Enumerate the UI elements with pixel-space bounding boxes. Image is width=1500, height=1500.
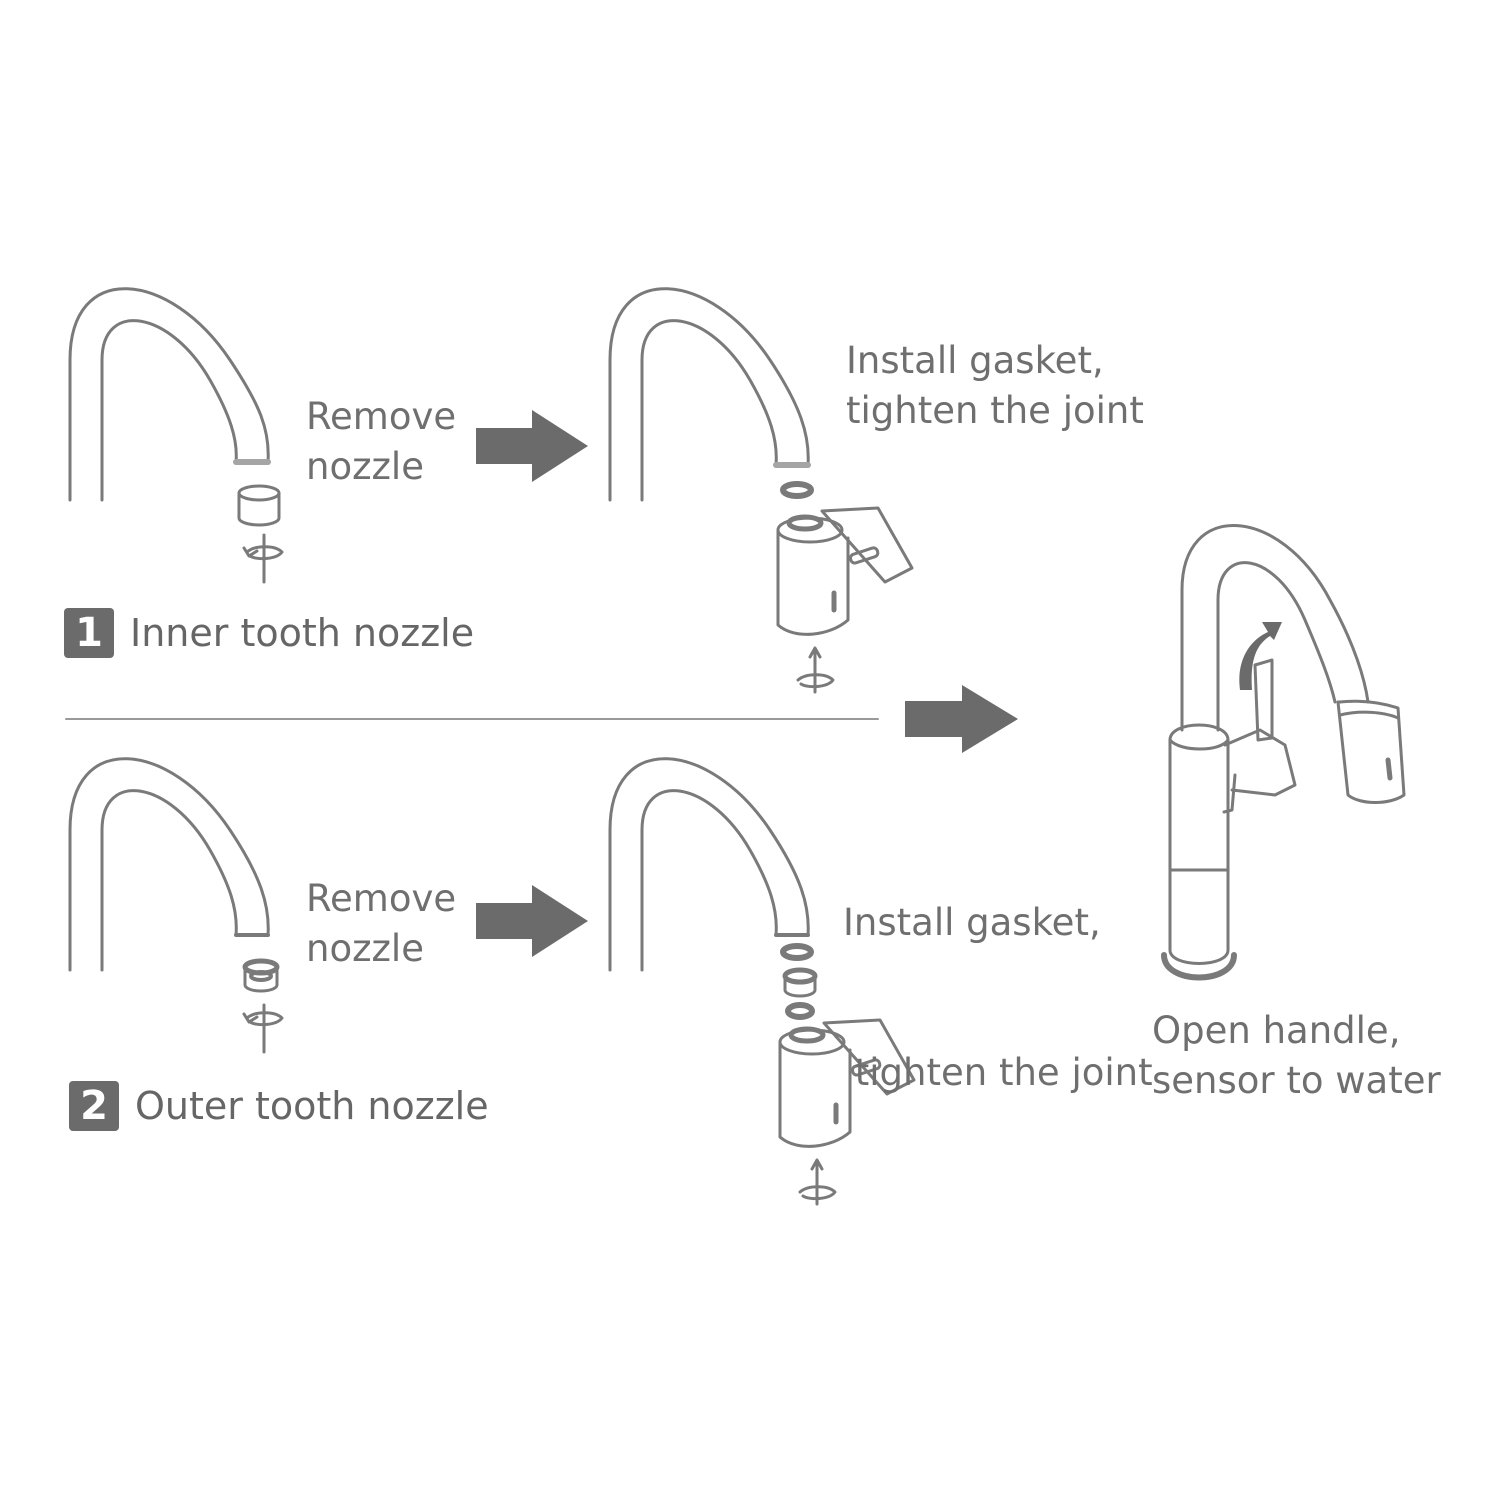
install-line-1: Install gasket, — [843, 901, 1101, 944]
rotate-arrow-icon — [798, 1158, 837, 1206]
rotate-arrow-icon — [242, 1003, 284, 1054]
faucet-spout-step2-install — [608, 757, 810, 972]
faucet-spout-step2-remove — [68, 757, 270, 972]
remove-line-1: Remove — [306, 395, 457, 438]
rotate-arrow-icon — [796, 646, 835, 694]
gasket-icon — [785, 1002, 815, 1020]
final-line-2: sensor to water — [1152, 1059, 1441, 1102]
remove-label-step1: Remove nozzle — [306, 392, 456, 492]
step-2-title: 2 Outer tooth nozzle — [69, 1081, 489, 1131]
gasket-icon — [780, 943, 814, 961]
install-label-step2: Install gasket, tighten the joint — [843, 798, 1153, 1148]
gasket-icon — [780, 481, 814, 499]
assembled-faucet-icon — [1161, 524, 1406, 981]
final-instruction-label: Open handle, sensor to water — [1152, 1006, 1441, 1106]
step-label: Inner tooth nozzle — [130, 611, 475, 655]
rotate-arrow-icon — [242, 533, 284, 584]
install-line-2: tighten the joint — [843, 1051, 1153, 1094]
step-1-title: 1 Inner tooth nozzle — [64, 608, 474, 658]
step-label: Outer tooth nozzle — [135, 1084, 489, 1128]
arrow-right-icon — [476, 885, 588, 957]
adapter-icon — [782, 967, 818, 998]
step-number-badge: 1 — [64, 608, 114, 658]
install-line-2: tighten the joint — [846, 389, 1144, 432]
nozzle-outer-tooth — [242, 958, 280, 993]
sensor-nozzle-icon — [778, 1018, 916, 1148]
arrow-right-icon — [905, 685, 1018, 753]
sensor-nozzle-icon — [776, 506, 914, 636]
arrow-right-icon — [476, 410, 588, 482]
remove-line-2: nozzle — [306, 927, 424, 970]
remove-line-2: nozzle — [306, 445, 424, 488]
install-label-step1: Install gasket, tighten the joint — [846, 336, 1144, 436]
nozzle-inner-tooth — [237, 484, 281, 527]
install-line-1: Install gasket, — [846, 339, 1104, 382]
faucet-spout-step1-remove — [68, 287, 271, 502]
remove-label-step2: Remove nozzle — [306, 874, 456, 974]
final-line-1: Open handle, — [1152, 1009, 1401, 1052]
step-number-badge: 2 — [69, 1081, 119, 1131]
faucet-spout-step1-install — [608, 287, 811, 502]
curved-arrow-icon — [1239, 622, 1282, 690]
remove-line-1: Remove — [306, 877, 457, 920]
